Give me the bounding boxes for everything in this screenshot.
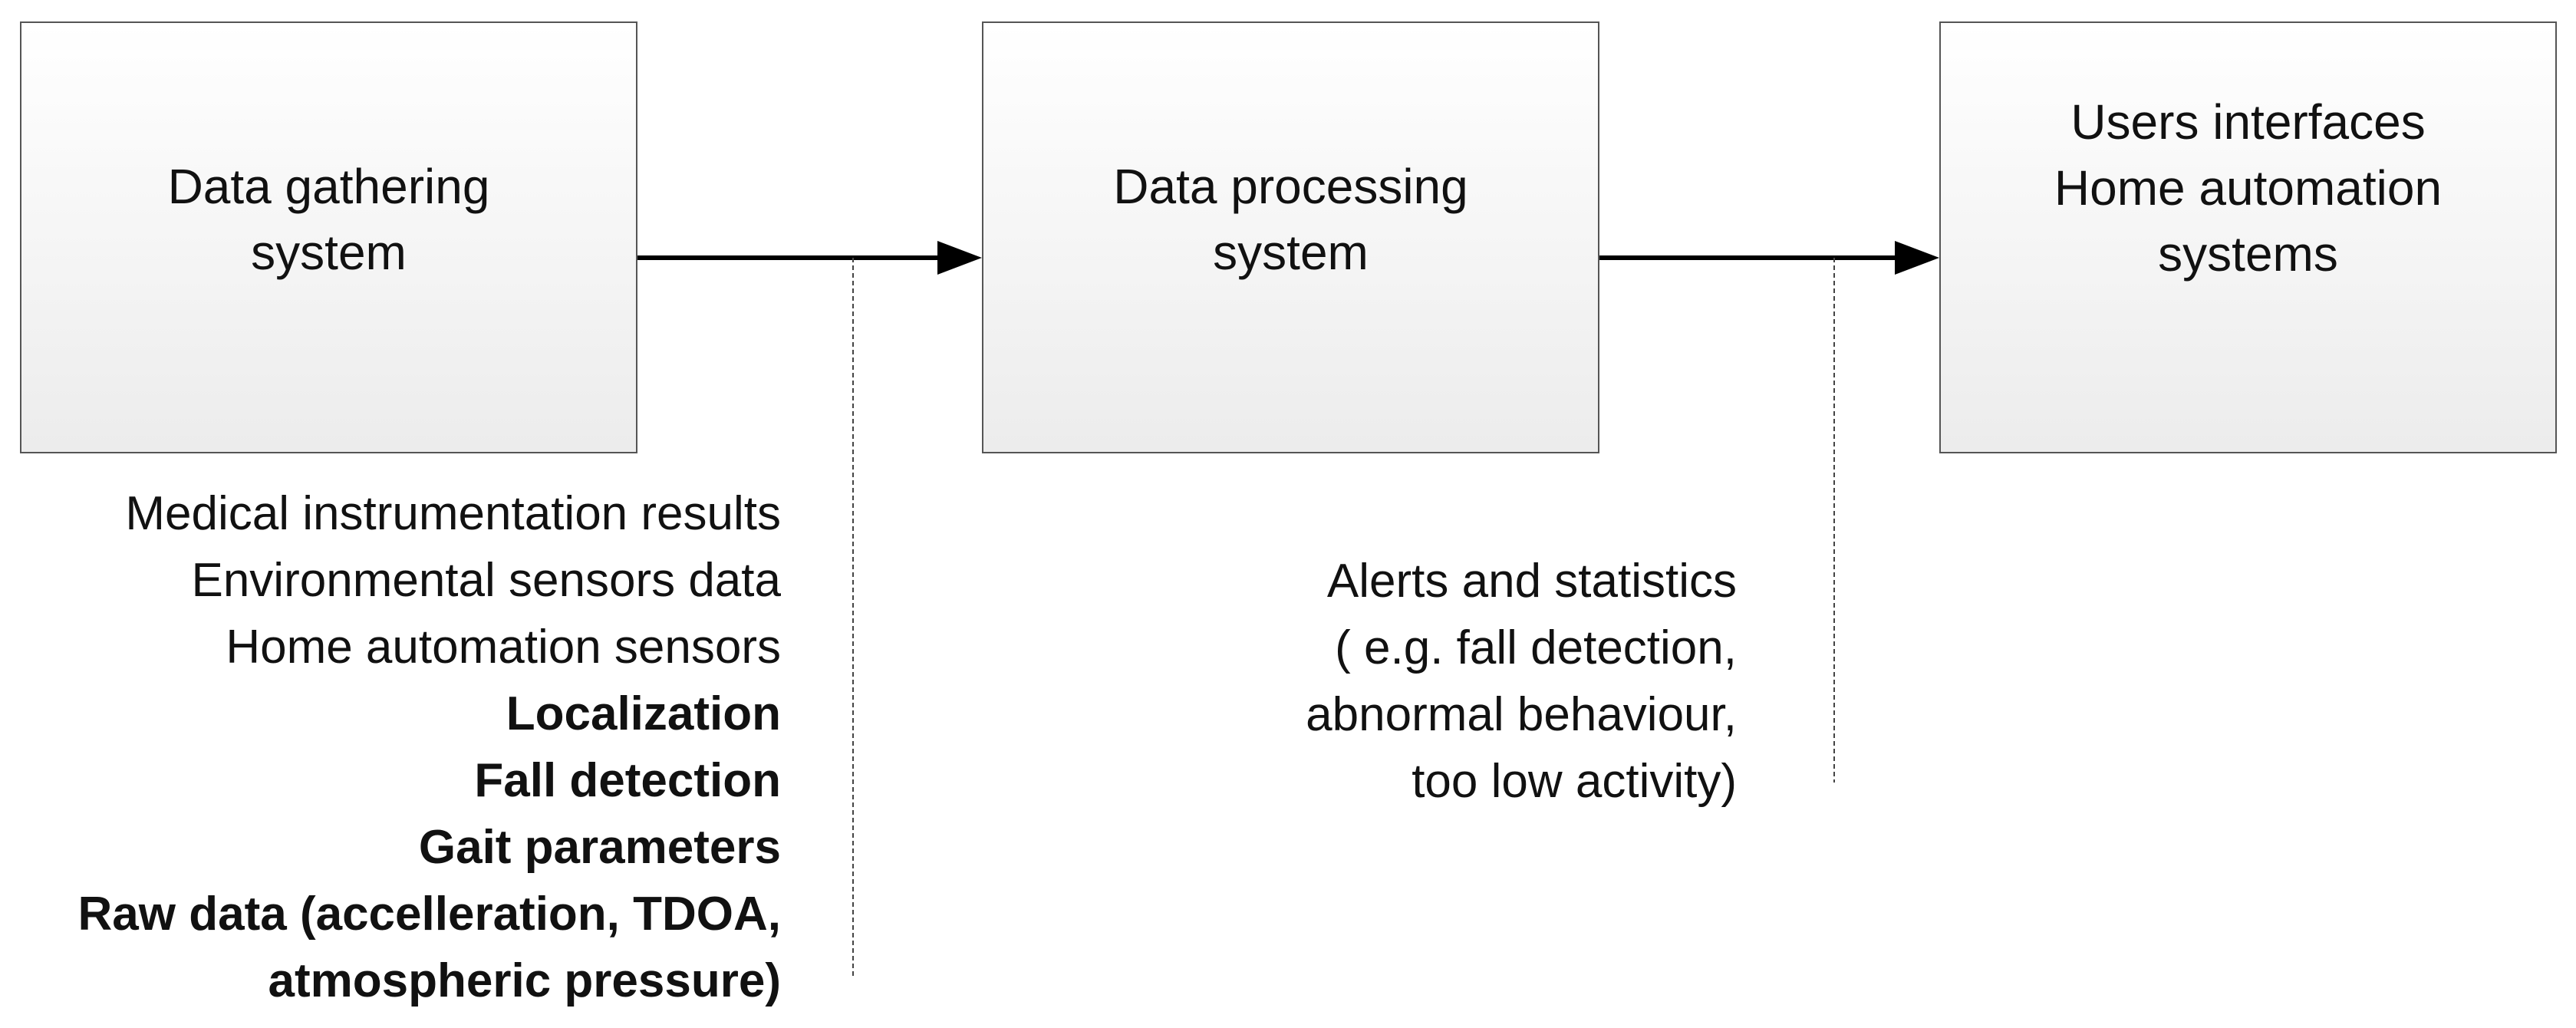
annotation-line: ( e.g. fall detection, — [1335, 621, 1737, 674]
annotation-line: Environmental sensors data — [191, 554, 781, 607]
data-gathering-box: Data gathering system — [20, 21, 637, 453]
arrow-processing-to-interfaces — [1599, 241, 1939, 275]
user-interfaces-label: Users interfaces Home automation systems — [2054, 94, 2443, 282]
annotation-bold-line: Raw data (accelleration, TDOA, — [77, 888, 781, 941]
annotation-bold-line: atmospheric pressure) — [268, 954, 781, 1007]
annotation-line: Home automation sensors — [226, 621, 781, 674]
annotation-line: abnormal behaviour, — [1306, 688, 1737, 741]
annotation-line: too low activity) — [1412, 755, 1737, 808]
annotation-bold-line: Gait parameters — [418, 821, 781, 874]
annotation-line: Alerts and statistics — [1326, 555, 1737, 608]
annotation-bold-line: Localization — [506, 687, 781, 740]
annotation-bold-line: Fall detection — [474, 754, 781, 807]
data-gathering-label: Data gathering system — [167, 158, 490, 280]
arrowhead-1 — [937, 241, 982, 275]
data-processing-label: Data processing system — [1113, 158, 1468, 280]
annotation-line: Medical instrumentation results — [125, 487, 781, 540]
user-interfaces-box: Users interfaces Home automation systems — [1939, 21, 2557, 453]
data-gathering-outputs: Medical instrumentation results Environm… — [78, 480, 781, 1014]
data-processing-outputs: Alerts and statistics ( e.g. fall detect… — [1306, 548, 1737, 815]
arrowhead-2 — [1895, 241, 1939, 275]
arrow-gathering-to-processing — [637, 241, 982, 275]
data-processing-box: Data processing system — [982, 21, 1599, 453]
